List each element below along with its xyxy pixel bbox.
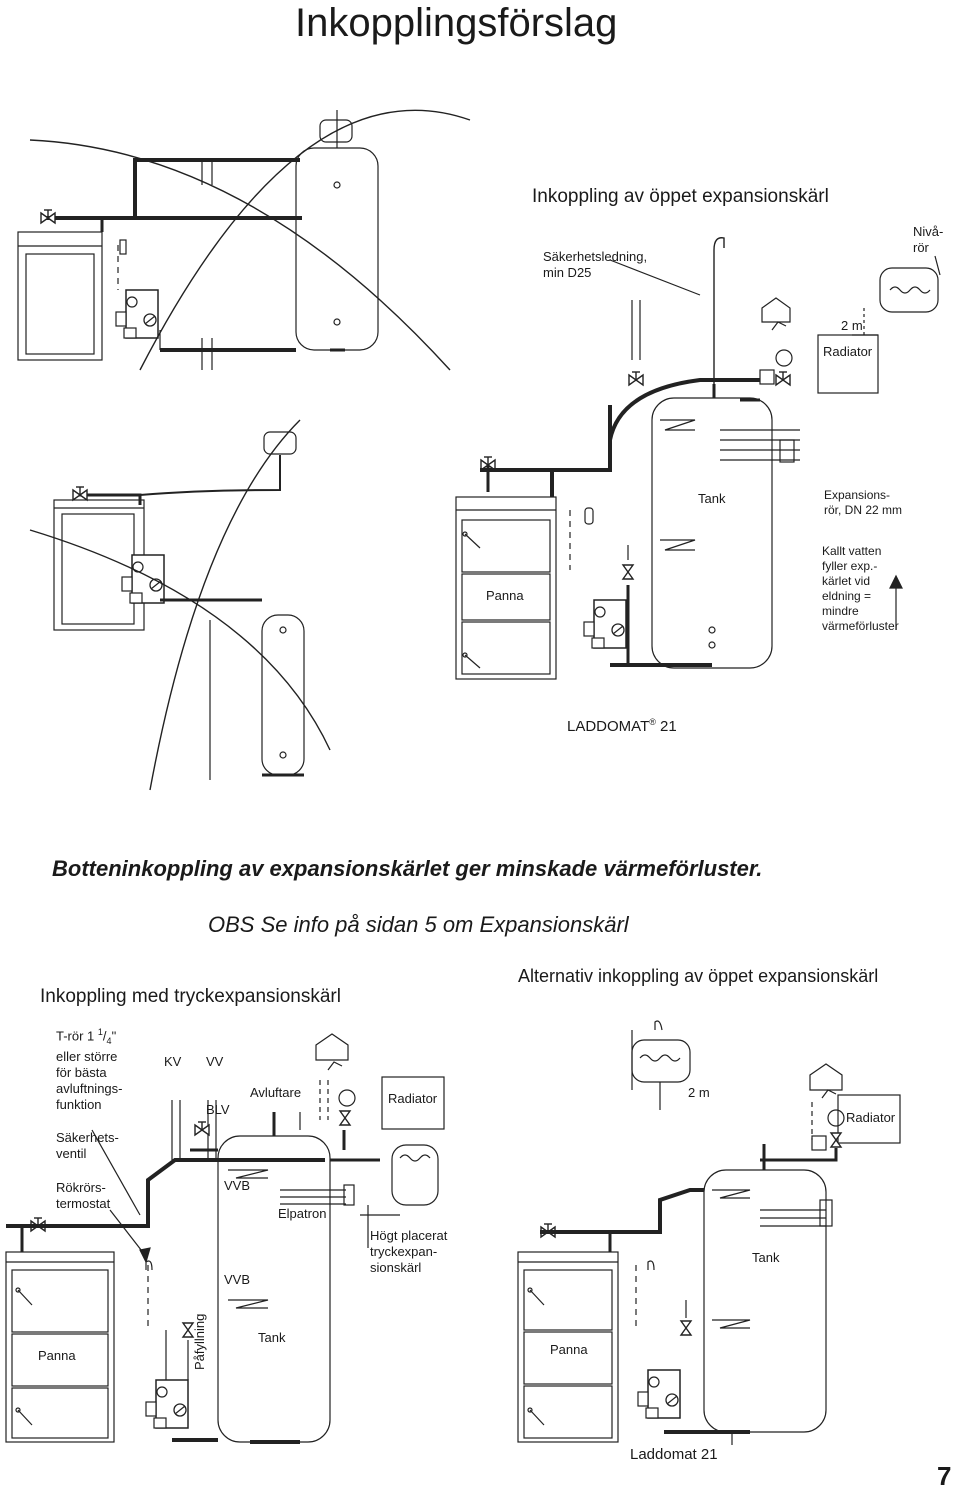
alternative-open-expansion-diagram	[517, 1020, 901, 1445]
label-laddomat-top: LADDOMAT® 21	[567, 698, 677, 735]
t-pipe-text: T-rör 1	[56, 1028, 98, 1044]
registered-mark: ®	[649, 717, 656, 727]
label-cold-water-note: Kallt vatten fyller exp.- kärlet vid eld…	[822, 544, 899, 633]
laddomat-model: 21	[660, 718, 677, 735]
label-2m-top: 2 m	[841, 318, 863, 333]
t-pipe-frac-den: 4	[106, 1035, 112, 1046]
label-tank-top: Tank	[698, 491, 726, 506]
label-tank-alt: Tank	[752, 1250, 780, 1265]
label-boiler-alt: Panna	[550, 1342, 588, 1357]
label-kv: KV	[164, 1054, 182, 1069]
section-title-open-expansion: Inkoppling av öppet expansionskärl	[532, 186, 829, 207]
pressure-expansion-diagram	[5, 1033, 445, 1444]
label-flue-thermostat: Rökrörs- termostat	[56, 1180, 111, 1211]
t-pipe-rest: " eller större för bästa avluftnings- fu…	[56, 1028, 123, 1112]
crossed-out-diagram-1	[17, 109, 471, 371]
label-blv: BLV	[206, 1102, 230, 1117]
label-filling: Påfyllning	[192, 1313, 207, 1370]
label-deaerator: Avluftare	[250, 1085, 302, 1100]
label-safety-valve: Säkerhets- ventil	[56, 1130, 119, 1161]
section-title-pressure-expansion: Inkoppling med tryckexpansionskärl	[40, 986, 341, 1007]
label-vvb-1: VVB	[224, 1178, 251, 1193]
label-t-pipe: T-rör 1 1/4" eller större för bästa avlu…	[56, 1027, 123, 1112]
label-immersion-heater: Elpatron	[278, 1206, 327, 1221]
page-number: 7	[937, 1461, 952, 1491]
note-bottom-connection: Botteninkoppling av expansionskärlet ger…	[52, 856, 763, 881]
label-vv: VV	[206, 1054, 224, 1069]
note-obs: OBS Se info på sidan 5 om Expansionskärl	[208, 912, 629, 937]
label-radiator-pressure: Radiator	[388, 1091, 438, 1106]
page-title: Inkopplingsförslag	[295, 1, 618, 45]
laddomat-brand: LADDOMAT	[567, 718, 650, 735]
label-safety-line: Säkerhetsledning, min D25	[543, 249, 648, 280]
label-2m-alt: 2 m	[688, 1085, 710, 1100]
section-title-alternative: Alternativ inkoppling av öppet expansion…	[518, 966, 879, 986]
label-expansion-pipe: Expansions- rör, DN 22 mm	[824, 488, 903, 517]
open-expansion-diagram	[455, 237, 941, 680]
label-boiler-top: Panna	[486, 588, 524, 603]
label-boiler-pressure: Panna	[38, 1348, 76, 1363]
label-high-pressure-vessel: Högt placerat tryckexpan- sionskärl	[370, 1228, 448, 1275]
crossed-out-diagram-2	[29, 419, 331, 791]
label-tank-pressure: Tank	[258, 1330, 286, 1345]
label-vvb-2: VVB	[224, 1272, 251, 1287]
label-radiator-top: Radiator	[823, 344, 873, 359]
label-level-pipe: Nivå- rör	[913, 224, 944, 255]
label-laddomat-alt: Laddomat 21	[630, 1446, 718, 1463]
t-pipe-frac-num: 1	[97, 1027, 103, 1037]
label-radiator-alt: Radiator	[846, 1110, 896, 1125]
